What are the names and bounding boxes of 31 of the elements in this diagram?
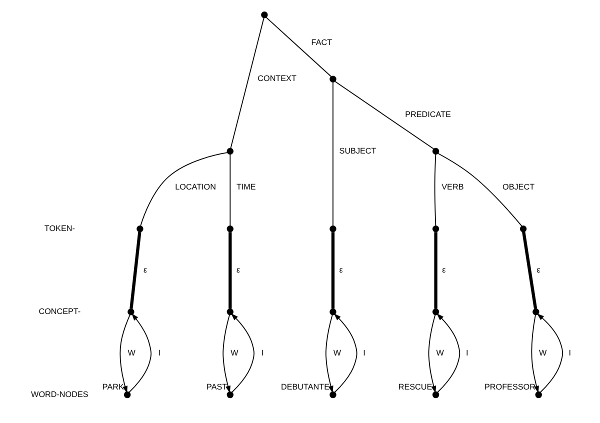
edge-label: ε	[143, 265, 147, 274]
edge-label: ε	[338, 265, 342, 274]
edge-label: VERB	[441, 182, 464, 192]
node-label: RESCUE	[398, 382, 432, 392]
edge-label: OBJECT	[502, 182, 534, 192]
label: TOKEN-	[44, 224, 74, 233]
node-label: PROFESSOR	[484, 382, 535, 392]
edge-label: W	[538, 348, 546, 358]
edge-label: I	[260, 348, 264, 358]
edge-label: PREDICATE	[404, 110, 450, 120]
node-label: PARK	[102, 382, 124, 392]
edge-label: I	[568, 348, 571, 358]
edge-label: ε	[236, 265, 240, 274]
edge-label: W	[332, 348, 341, 358]
edge-label: CONTEXT	[257, 74, 296, 84]
edge-label: I	[158, 348, 160, 358]
edge-label: I	[362, 348, 365, 358]
edge-label: I	[466, 348, 468, 358]
label: WORD-NODES	[30, 390, 88, 399]
edge-label: W	[230, 348, 238, 358]
edge-label: SUBJECT	[338, 146, 376, 156]
edge-label: FACT	[310, 38, 332, 48]
node-label: DEBUTANTE	[280, 382, 329, 392]
edge-label: TIME	[236, 182, 256, 192]
edge-label: LOCATION	[174, 182, 216, 192]
edge-label: W	[127, 348, 135, 358]
label: CONCEPT-	[38, 306, 80, 316]
edge-label: W	[436, 348, 444, 358]
edge-label: ε	[536, 265, 540, 274]
node-label: PAST	[206, 382, 227, 392]
edge-label: ε	[442, 265, 446, 274]
